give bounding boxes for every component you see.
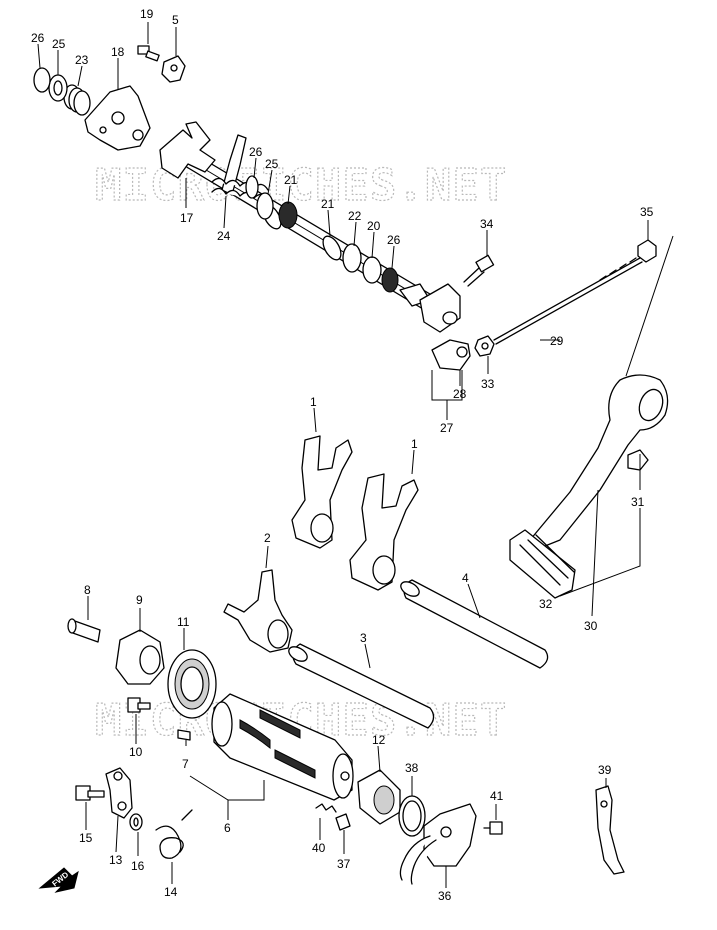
callout-33: 33 — [481, 377, 495, 391]
gear-position-switch-36 — [399, 803, 477, 885]
oring-38 — [398, 795, 426, 837]
callout-numbers: 19 5 26 25 23 18 17 24 26 25 21 21 22 20… — [31, 7, 654, 903]
callout-17: 17 — [180, 211, 194, 225]
circlip-26-top — [33, 67, 51, 93]
gearshift-arm — [159, 121, 247, 196]
bolt-19 — [137, 45, 160, 62]
callout-35: 35 — [640, 205, 654, 219]
callout-3: 3 — [360, 631, 367, 645]
washer-16 — [129, 813, 143, 831]
bolt-15 — [75, 785, 105, 801]
callout-30: 30 — [584, 619, 598, 633]
callout-39: 39 — [598, 763, 612, 777]
callout-29: 29 — [550, 334, 564, 348]
fork-shaft-4 — [400, 579, 549, 669]
pin-37 — [335, 813, 351, 831]
bearing-11 — [167, 649, 217, 719]
callout-26-right: 26 — [387, 233, 401, 247]
callout-22: 22 — [348, 209, 362, 223]
bolt-34 — [463, 254, 495, 287]
callout-25-top: 25 — [52, 37, 66, 51]
bolt-10 — [127, 697, 151, 713]
callout-1-left: 1 — [310, 395, 317, 409]
callout-31: 31 — [631, 495, 645, 509]
pin-8 — [67, 618, 101, 643]
gearshift-lever-30 — [529, 374, 669, 549]
shift-drum-6 — [211, 693, 354, 801]
callout-9: 9 — [136, 593, 143, 607]
callout-38: 38 — [405, 761, 419, 775]
callout-41: 41 — [490, 789, 504, 803]
callout-27: 27 — [440, 421, 454, 435]
shift-fork-1-right — [349, 473, 419, 591]
watermark-top: MICROFICHES.NET — [95, 160, 507, 211]
shift-cam-plate-18 — [84, 85, 151, 151]
callout-32: 32 — [539, 597, 553, 611]
callout-25-mid: 25 — [265, 157, 279, 171]
callout-16: 16 — [131, 859, 145, 873]
washers-shaft — [245, 175, 399, 293]
nut-35 — [637, 239, 657, 263]
callout-36: 36 — [438, 889, 452, 903]
callout-13: 13 — [109, 853, 123, 867]
callout-26-mid: 26 — [249, 145, 263, 159]
callout-12: 12 — [372, 733, 386, 747]
leader-lines — [37, 22, 674, 888]
gearshift-rod-29 — [493, 257, 643, 345]
shaft-spline-end — [399, 283, 461, 333]
shift-fork-2 — [223, 569, 293, 653]
nut-33 — [474, 335, 495, 357]
fwd-arrow-icon: FWD — [38, 867, 79, 893]
callout-14: 14 — [164, 885, 178, 899]
spring-14 — [155, 809, 193, 859]
washer-25-top — [48, 74, 68, 102]
callout-4: 4 — [462, 571, 469, 585]
callout-26-top: 26 — [31, 31, 45, 45]
gearshift-cam-9 — [115, 629, 165, 685]
callout-40: 40 — [312, 841, 326, 855]
stopper-arm-13 — [105, 767, 133, 819]
footpeg-32 — [509, 529, 576, 599]
callout-37: 37 — [337, 857, 351, 871]
callout-28: 28 — [453, 387, 467, 401]
bearing-12 — [357, 769, 401, 825]
callout-21-top: 21 — [284, 173, 298, 187]
callout-1-right: 1 — [411, 437, 418, 451]
shift-fork-1-left — [291, 435, 353, 549]
callout-15: 15 — [79, 831, 93, 845]
callout-21-mid: 21 — [321, 197, 335, 211]
callout-10: 10 — [129, 745, 143, 759]
clamp-39 — [595, 785, 625, 875]
rod-joint-28 — [431, 339, 471, 371]
callout-6: 6 — [224, 821, 231, 835]
spring-23 — [63, 84, 91, 116]
callout-18: 18 — [111, 45, 125, 59]
callout-23: 23 — [75, 53, 89, 67]
callout-5: 5 — [172, 13, 179, 27]
spring-40 — [315, 803, 337, 813]
pin-7 — [177, 729, 191, 741]
callout-7: 7 — [182, 757, 189, 771]
callout-8: 8 — [84, 583, 91, 597]
callout-19: 19 — [140, 7, 154, 21]
callout-20: 20 — [367, 219, 381, 233]
bolt-41 — [483, 821, 503, 835]
callout-2: 2 — [264, 531, 271, 545]
callout-34: 34 — [480, 217, 494, 231]
callout-11: 11 — [177, 615, 190, 629]
fork-shaft-3 — [288, 643, 435, 729]
stopper-5 — [161, 55, 186, 83]
callout-24: 24 — [217, 229, 231, 243]
